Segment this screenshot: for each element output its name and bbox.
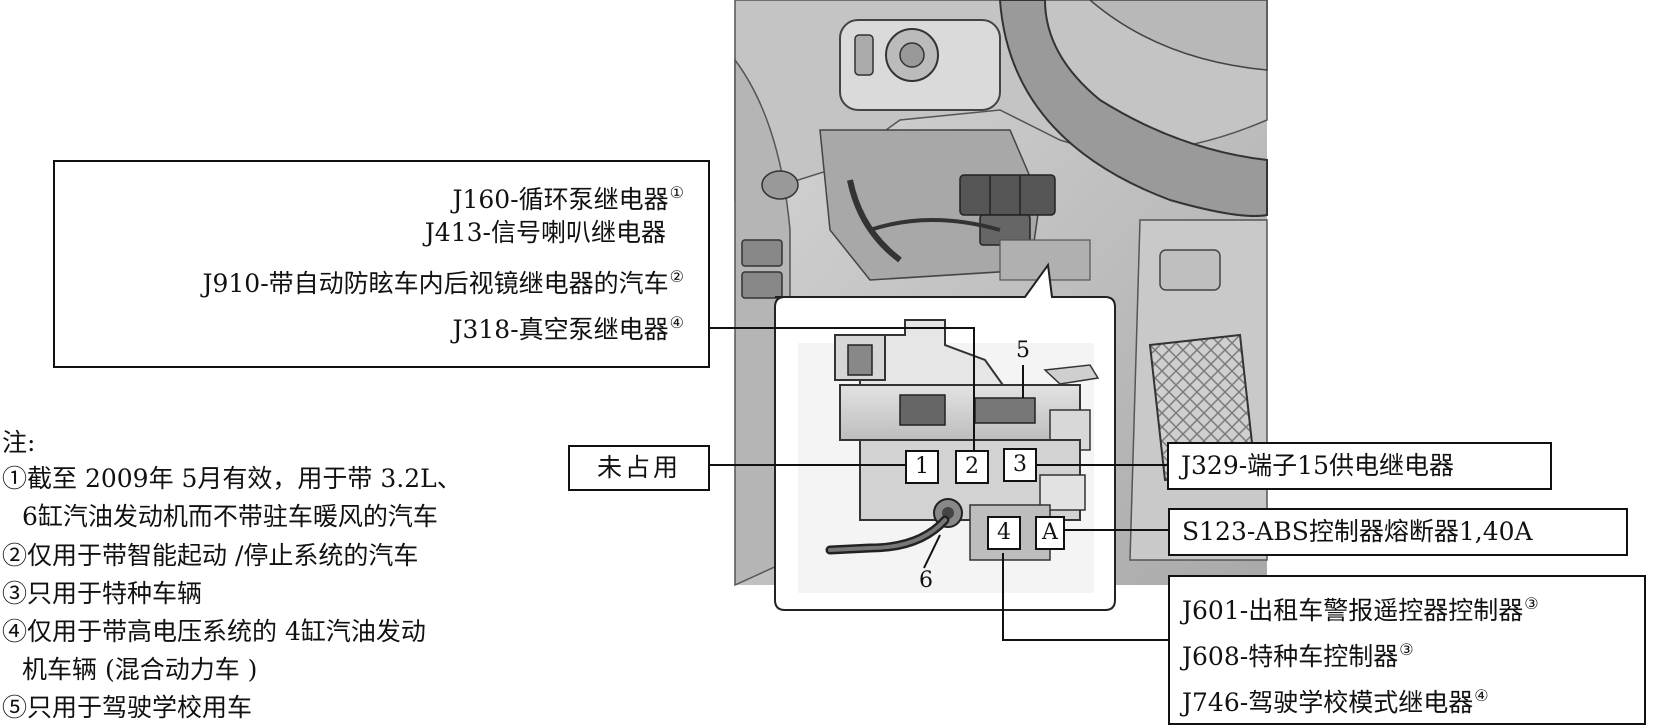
note-line: ③只用于特种车辆 xyxy=(2,579,202,609)
slot-a-label: A xyxy=(1035,516,1065,550)
slot-6-label: 6 xyxy=(915,570,937,592)
callout-unused-label: 未占用 xyxy=(570,453,708,483)
note-line: 6缸汽油发动机而不带驻车暖风的汽车 xyxy=(22,502,438,532)
relay-j413: J413-信号喇叭继电器 xyxy=(425,218,666,248)
relay-j746: J746-驾驶学校模式继电器④ xyxy=(1182,681,1489,718)
callout-s123: S123-ABS控制器熔断器1,40A xyxy=(1168,508,1628,556)
callout-s123-label: S123-ABS控制器熔断器1,40A xyxy=(1182,517,1533,547)
relay-j910: J910-带自动防眩车内后视镜继电器的汽车② xyxy=(202,262,684,299)
relay-j318: J318-真空泵继电器④ xyxy=(452,308,684,345)
slot-5-label: 5 xyxy=(1012,340,1034,362)
relay-j601: J601-出租车警报遥控器控制器③ xyxy=(1182,589,1539,626)
relay-carrier-photo xyxy=(960,175,1055,215)
relay-j608: J608-特种车控制器③ xyxy=(1182,635,1414,672)
slot-4-label: 4 xyxy=(987,516,1021,550)
brake-pedal xyxy=(1160,250,1220,290)
note-line: 机车辆 (混合动力车 ) xyxy=(22,655,257,685)
note-line: ②仅用于带智能起动 /停止系统的汽车 xyxy=(2,541,418,571)
note-line: ⑤只用于驾驶学校用车 xyxy=(2,693,252,723)
relay-j160: J160-循环泵继电器① xyxy=(452,178,684,215)
note-line: ①截至 2009年 5月有效，用于带 3.2L、 xyxy=(2,464,462,494)
callout-j329: J329-端子15供电继电器 xyxy=(1167,442,1552,490)
slot-3-label: 3 xyxy=(1003,448,1037,482)
callout-unused: 未占用 xyxy=(568,445,710,491)
notes-title: 注: xyxy=(2,428,35,458)
slot-1-label: 1 xyxy=(905,450,939,484)
callout-j329-label: J329-端子15供电继电器 xyxy=(1181,451,1454,481)
note-line: ④仅用于带高电压系统的 4缸汽油发动 xyxy=(2,617,426,647)
window-switch xyxy=(742,272,782,298)
window-switch xyxy=(742,240,782,266)
relay-list-bottom: J601-出租车警报遥控器控制器③ J608-特种车控制器③ J746-驾驶学校… xyxy=(1168,575,1646,725)
detail-view-frame xyxy=(775,265,1115,610)
relay-list-top: J160-循环泵继电器① J413-信号喇叭继电器 J910-带自动防眩车内后视… xyxy=(53,160,710,368)
mirror-adjust-knob xyxy=(762,171,798,199)
slot-5-relay xyxy=(975,398,1035,423)
slot-2-label: 2 xyxy=(955,450,989,484)
